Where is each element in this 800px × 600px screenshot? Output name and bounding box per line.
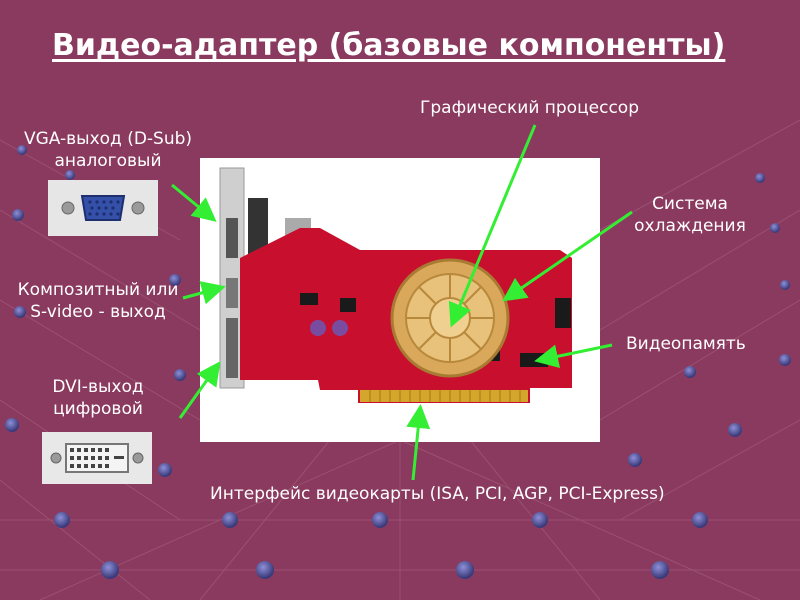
label-gpu: Графический процессор (420, 98, 639, 118)
label-dvi-line1: DVI-выход (52, 377, 144, 397)
label-cooling-line1: Система (652, 194, 728, 214)
label-composite-line2: S-video - выход (30, 302, 166, 322)
label-dvi-line2: цифровой (53, 399, 143, 419)
graphics-card-photo (200, 158, 600, 442)
label-vga: VGA-выход (D-Sub) аналоговый (18, 128, 198, 172)
label-cooling: Система охлаждения (622, 193, 758, 237)
page-title: Видео-адаптер (базовые компоненты) (52, 28, 726, 63)
label-vga-line2: аналоговый (54, 151, 162, 171)
dvi-connector-image (42, 432, 152, 484)
graphics-card-illustration (219, 167, 572, 403)
label-memory: Видеопамять (626, 334, 746, 354)
vga-connector-image (48, 180, 158, 236)
vga-connector-icon (48, 180, 158, 236)
label-interface: Интерфейс видеокарты (ISA, PCI, AGP, PCI… (210, 484, 665, 504)
label-dvi: DVI-выход цифровой (28, 376, 168, 420)
label-vga-line1: VGA-выход (D-Sub) (23, 129, 193, 149)
label-composite-line1: Композитный или (17, 280, 179, 300)
label-cooling-line2: охлаждения (634, 216, 746, 236)
dvi-connector-icon (42, 432, 152, 484)
label-composite: Композитный или S-video - выход (8, 279, 188, 323)
